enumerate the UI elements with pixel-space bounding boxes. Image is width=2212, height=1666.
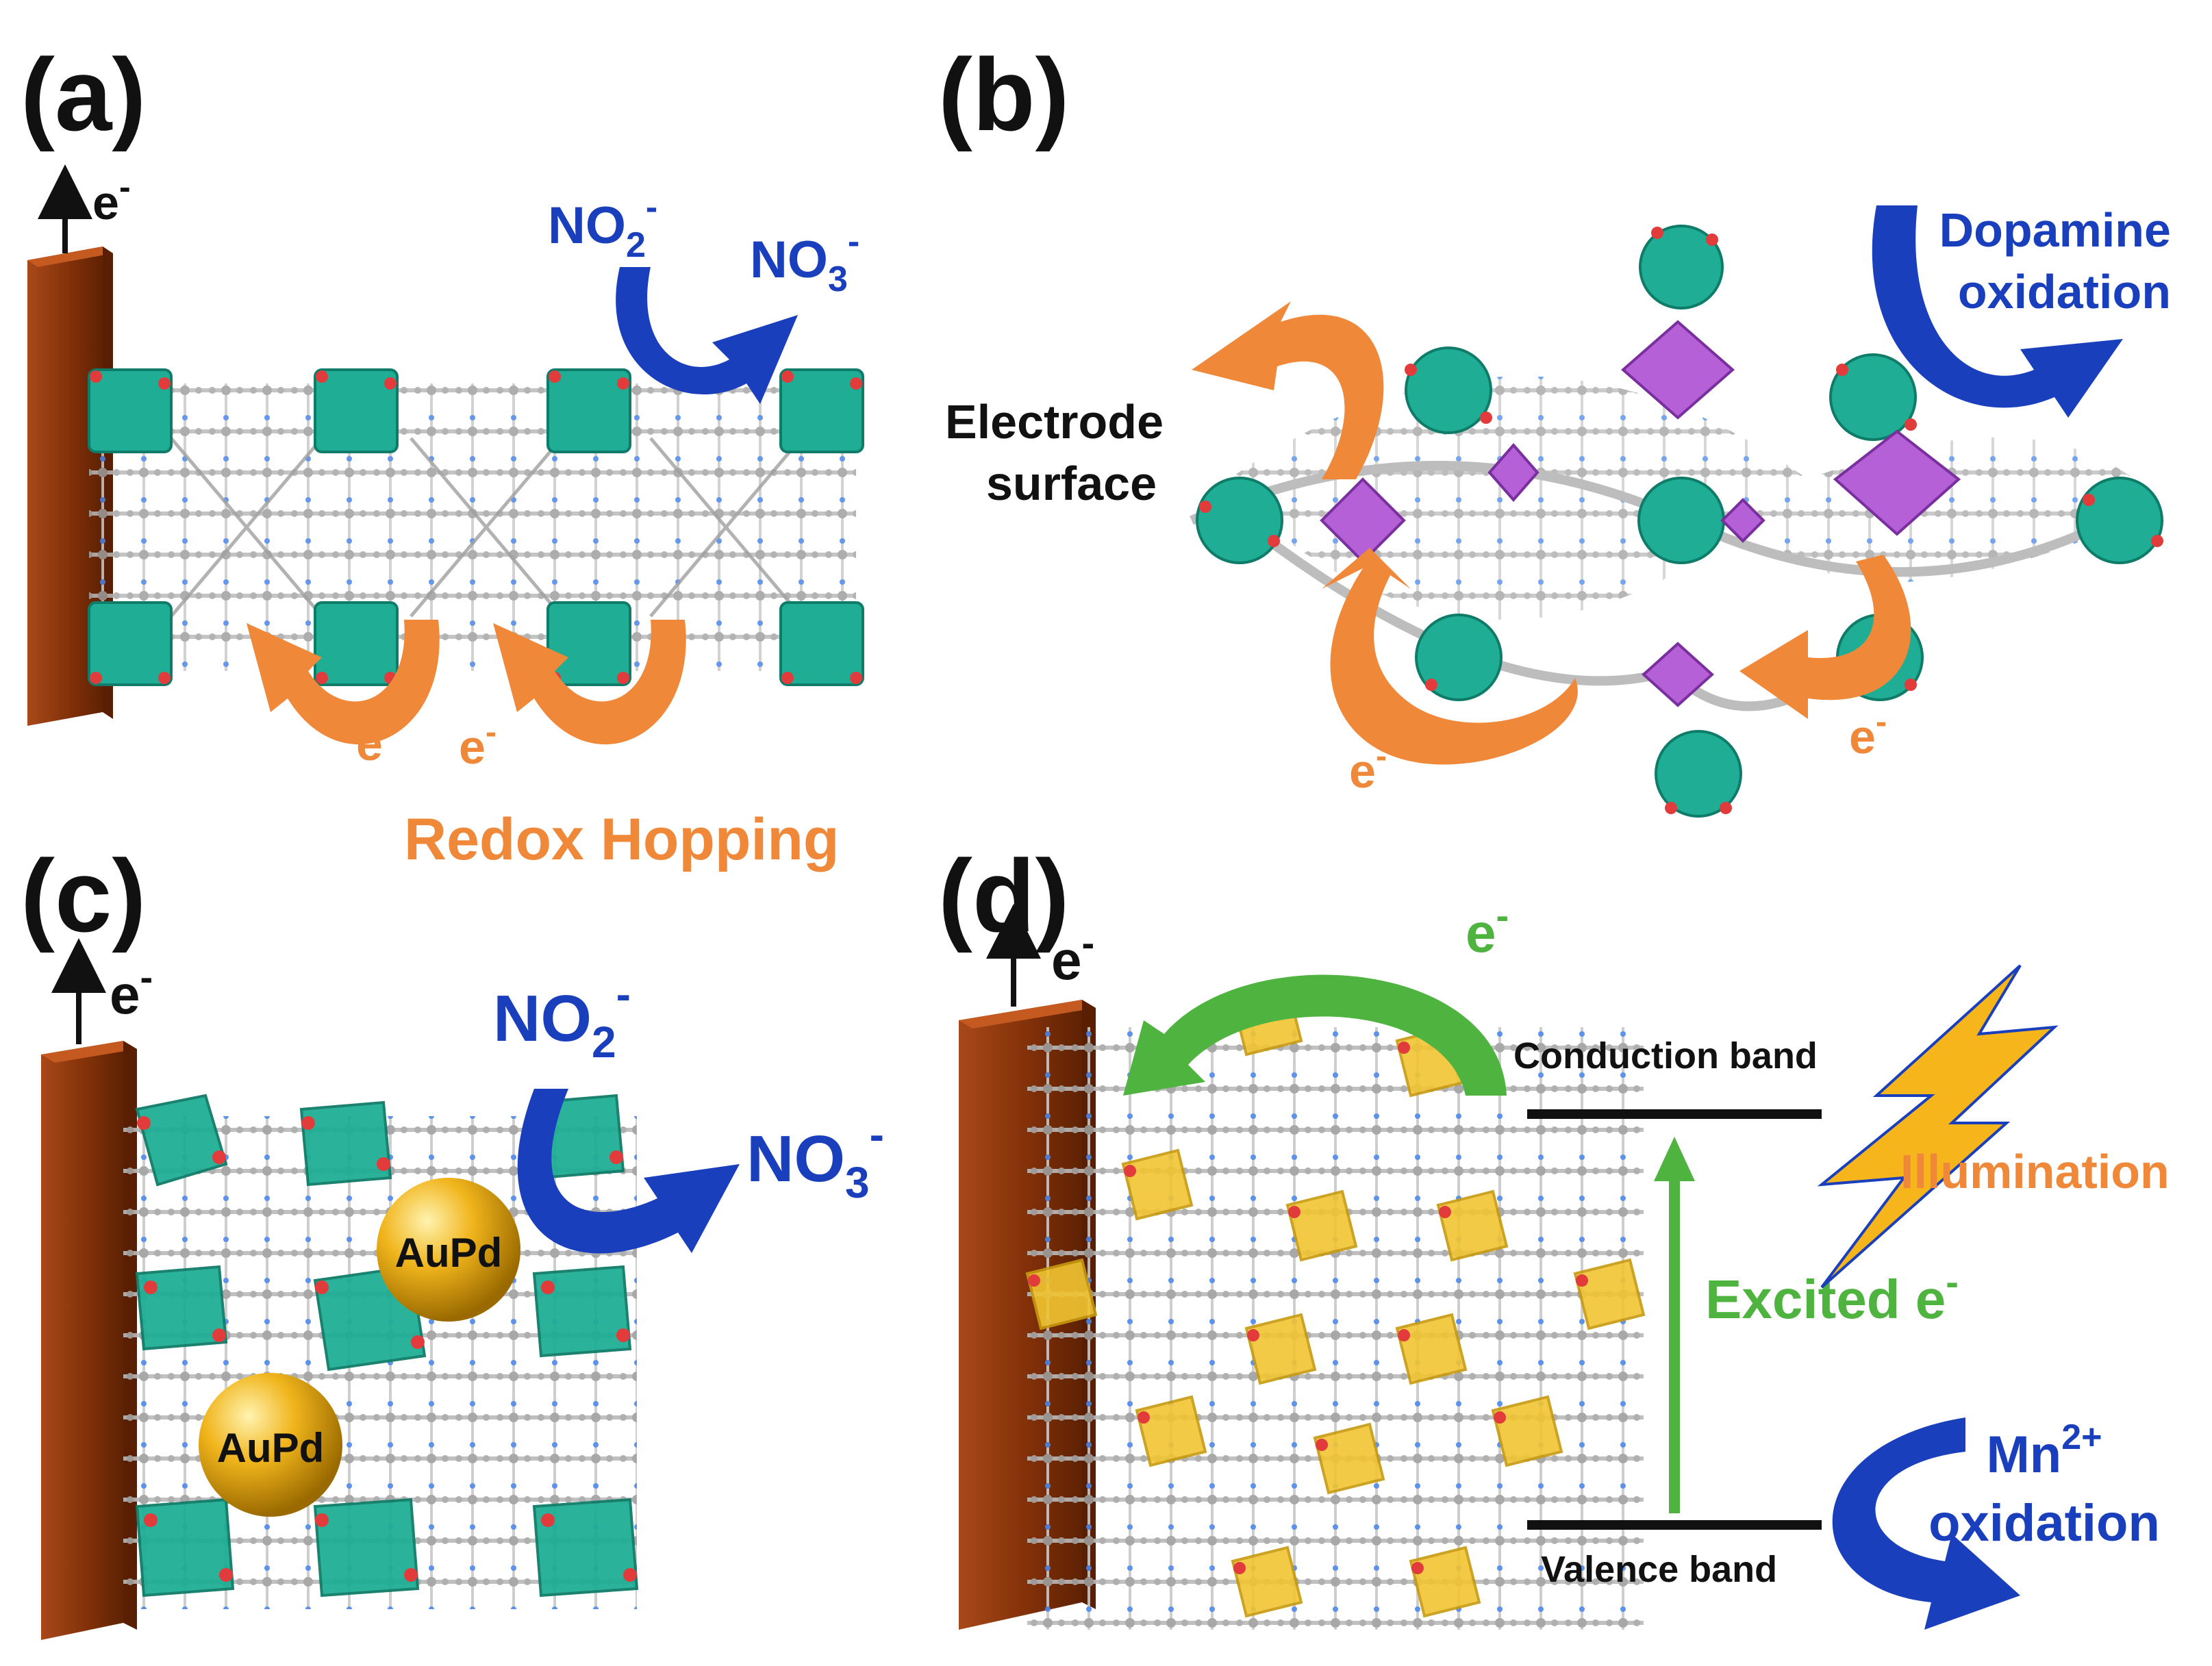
panel-c-label: (c) [21, 838, 146, 953]
panel-d-blue-arrow [1832, 1417, 2020, 1630]
panel-d-conduction-band [1527, 1109, 1822, 1119]
panel-c-no3: NO [746, 1122, 845, 1196]
panel-c-electrode [41, 1041, 137, 1640]
panel-a-hop-arrow-1 [247, 620, 440, 745]
panel-a-framework [88, 368, 864, 686]
panel-a-electron: e [92, 176, 119, 229]
panel-b-electrode-2: surface [986, 457, 1157, 510]
panel-d-green-arrow [1123, 974, 1507, 1096]
panel-b-electrode-1: Electrode [945, 395, 1164, 449]
svg-text:AuPd: AuPd [217, 1425, 325, 1471]
svg-text:e-: e- [356, 711, 394, 770]
panel-b-orange-arrow-top [1192, 301, 1384, 479]
panel-b: (b) [938, 37, 2171, 818]
panel-a-no3: NO [750, 231, 828, 289]
lightning-icon [1817, 964, 2059, 1289]
svg-text:e-: e- [1466, 894, 1509, 963]
svg-text:Mn2+: Mn2+ [1986, 1417, 2102, 1484]
panel-d-valence-label: Valence band [1541, 1549, 1777, 1590]
svg-text:NO3-: NO3- [746, 1110, 884, 1207]
panel-c-framework [123, 1094, 639, 1609]
panel-b-e-right: e [1849, 710, 1876, 763]
svg-text:NO2-: NO2- [493, 970, 631, 1067]
panel-d-top-e: e [1466, 903, 1496, 963]
panel-d-excited: Excited e [1705, 1269, 1946, 1330]
panel-b-blue-arrow [1872, 205, 2123, 418]
panel-b-orange-arrow-right [1739, 555, 1911, 719]
svg-text:e-: e- [1349, 738, 1387, 798]
panel-a-hop-e2: e [459, 720, 486, 774]
svg-text:NO2-: NO2- [548, 188, 657, 265]
panel-d-conduction-label: Conduction band [1513, 1035, 1818, 1076]
panel-b-e-left: e [1349, 744, 1376, 798]
panel-d-valence-band [1527, 1520, 1822, 1530]
panel-d-label: (d) [938, 838, 1070, 953]
panel-a-hop-e1: e [356, 717, 383, 770]
svg-text:e-: e- [110, 955, 153, 1025]
panel-c-particle-1: AuPd [377, 1178, 520, 1322]
panel-b-label: (b) [938, 37, 1070, 152]
panel-b-dopamine-2: oxidation [1958, 265, 2171, 318]
panel-b-framework [1190, 225, 2164, 818]
svg-text:e-: e- [92, 168, 131, 229]
panel-a-no2: NO [548, 197, 626, 255]
svg-text:AuPd: AuPd [395, 1230, 503, 1276]
svg-text:Excited e-: Excited e- [1705, 1260, 1959, 1330]
panel-a-label: (a) [21, 37, 146, 152]
panel-c-blue-arrow [517, 1089, 740, 1254]
panel-d: (d) e- [938, 838, 2170, 1630]
svg-text:e-: e- [1051, 921, 1094, 991]
panel-d-excitation-arrow [1669, 1178, 1680, 1513]
panel-c-electron: e [110, 964, 140, 1025]
panel-a-blue-arrow [616, 267, 798, 404]
panel-d-oxidation: oxidation [1928, 1494, 2160, 1552]
panel-a: (a) e- [21, 37, 864, 872]
panel-d-mn: Mn [1986, 1426, 2061, 1484]
panel-a-hop-arrow-2 [493, 620, 686, 745]
panel-c: (c) e- [21, 838, 884, 1640]
panel-a-caption: Redox Hopping [404, 807, 839, 872]
panel-c-no2: NO [493, 982, 592, 1055]
panel-d-framework [1025, 984, 1646, 1630]
panel-d-electron: e [1051, 930, 1082, 991]
svg-text:e-: e- [1849, 704, 1887, 763]
svg-text:NO3-: NO3- [750, 222, 859, 299]
panel-b-orange-arrow-bottom [1322, 548, 1578, 765]
panel-c-particle-2: AuPd [199, 1373, 342, 1517]
svg-text:e-: e- [459, 714, 497, 774]
panel-b-dopamine-1: Dopamine [1939, 203, 2171, 257]
panel-d-illumination: Illumination [1900, 1145, 2170, 1198]
